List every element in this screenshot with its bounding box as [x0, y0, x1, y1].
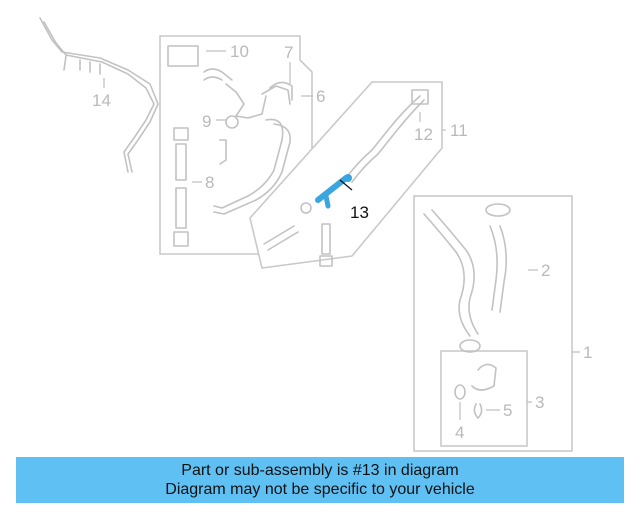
info-banner: Part or sub-assembly is #13 in diagram D… [16, 457, 624, 503]
part-9-connector [216, 115, 239, 129]
callout-5: 5 [503, 401, 512, 420]
part-3-elbow [471, 363, 532, 403]
callout-10: 10 [230, 42, 249, 61]
callout-11: 11 [450, 121, 468, 140]
callout-12: 12 [414, 125, 433, 144]
callout-2: 2 [541, 261, 550, 280]
callout-13: 13 [350, 203, 369, 222]
part-8-valve [173, 127, 227, 247]
part-6-hoses [203, 68, 313, 215]
part-4-oring [454, 384, 466, 420]
callout-3: 3 [535, 393, 544, 412]
part-13-support-items [300, 202, 333, 267]
info-banner-line-2: Diagram may not be specific to your vehi… [165, 481, 475, 498]
info-banner-line-1: Part or sub-assembly is #13 in diagram [181, 462, 459, 479]
part-7-elbow [269, 62, 293, 101]
callout-9: 9 [202, 112, 211, 131]
part-13-tube-highlighted [315, 174, 353, 209]
panel-3 [440, 350, 528, 447]
callout-6: 6 [316, 87, 325, 106]
part-2-pipe [423, 203, 538, 353]
callout-4: 4 [455, 423, 464, 442]
callout-7: 7 [284, 43, 293, 62]
callout-8: 8 [205, 173, 214, 192]
part-12-cap [411, 89, 429, 122]
callout-1: 1 [583, 343, 592, 362]
callout-14: 14 [92, 91, 111, 110]
part-14-pipe [39, 17, 159, 173]
part-5-clip [473, 403, 500, 419]
part-10-filter [167, 45, 226, 67]
parts-diagram: 1 2 3 4 5 6 7 8 9 10 11 12 13 14 [39, 17, 592, 452]
part-11-hose [263, 95, 446, 251]
